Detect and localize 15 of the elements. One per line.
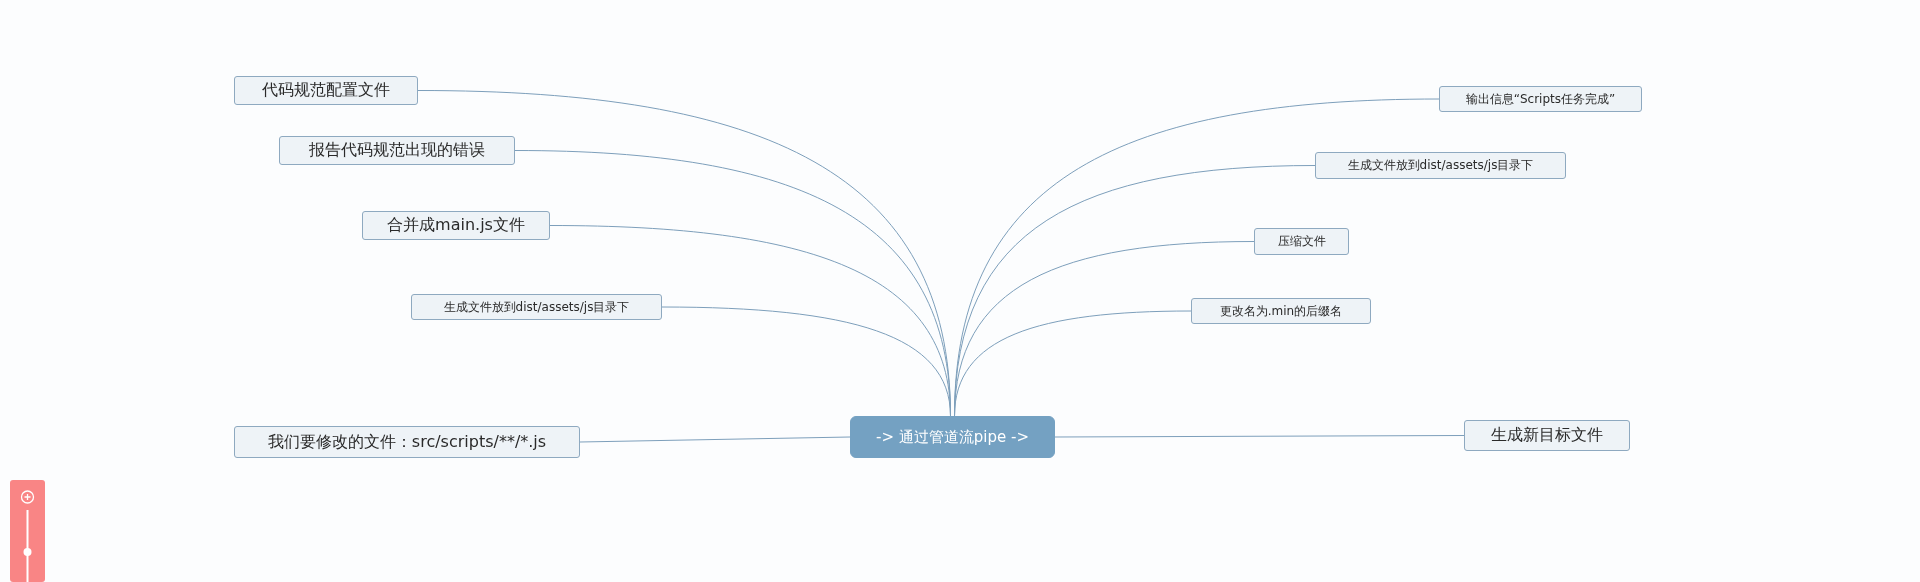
topic-box: 报告代码规范出现的错误 xyxy=(279,136,515,165)
topic-box: 压缩文件 xyxy=(1254,228,1349,255)
topic-box: 输出信息“Scripts任务完成” xyxy=(1439,86,1642,112)
topic-box: 更改名为.min的后缀名 xyxy=(1191,298,1371,324)
connector-line xyxy=(661,306,951,417)
topic-box: 代码规范配置文件 xyxy=(234,76,418,105)
topic-box: 生成文件放到dist/assets/js目录下 xyxy=(411,294,662,320)
topic-box: 我们要修改的文件：src/scripts/**/*.js xyxy=(234,426,580,458)
topic-box: 生成新目标文件 xyxy=(1464,420,1630,451)
topic-box: 生成文件放到dist/assets/js目录下 xyxy=(1315,152,1566,179)
central-topic: -> 通过管道流pipe -> xyxy=(850,416,1055,458)
connector-line xyxy=(579,436,851,443)
topic-box: 合并成main.js文件 xyxy=(362,211,550,240)
connector-line xyxy=(954,310,1192,417)
connector-line xyxy=(1054,435,1465,438)
